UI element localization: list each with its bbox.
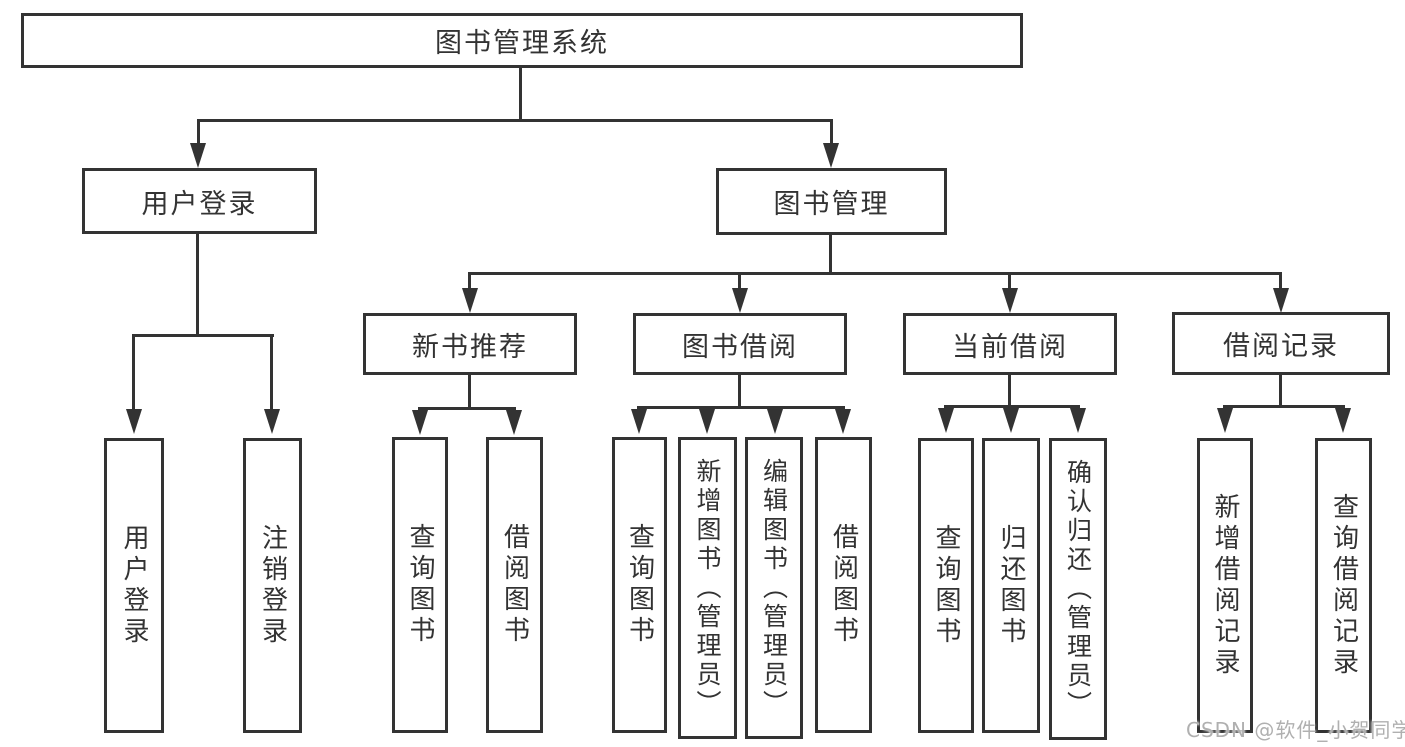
arrowhead-down-icon <box>1273 288 1289 313</box>
node-book-borrow: 图书借阅 <box>633 313 847 375</box>
node-label: 借阅记录 <box>1223 331 1339 362</box>
connector-drop-book-mgmt <box>830 119 833 146</box>
arrowhead-down-icon <box>767 409 783 434</box>
arrowhead-down-icon <box>1002 288 1018 313</box>
leaf-add-books-admin: 新增图书（管理员） <box>678 437 737 739</box>
node-label: 注销登录 <box>257 523 288 648</box>
node-label: 新增借阅记录 <box>1210 492 1240 679</box>
arrowhead-down-icon <box>190 143 206 168</box>
leaf-query-borrow-record: 查询借阅记录 <box>1315 438 1372 733</box>
arrowhead-down-icon <box>462 288 478 313</box>
arrowhead-down-icon <box>264 409 280 434</box>
connector-current-borrow-split <box>944 405 1080 408</box>
node-label: 新书推荐 <box>412 331 528 363</box>
node-new-book-rec: 新书推荐 <box>363 313 577 375</box>
arrowhead-down-icon <box>1335 408 1351 433</box>
arrowhead-down-icon <box>126 409 142 434</box>
node-label: 借阅图书 <box>499 523 530 647</box>
arrowhead-down-icon <box>631 409 647 434</box>
arrowhead-down-icon <box>732 288 748 313</box>
connector-new-book-rec-stem <box>468 375 471 410</box>
node-label: 查询图书 <box>931 523 961 648</box>
node-label: 归还图书 <box>996 523 1026 648</box>
arrowhead-down-icon <box>699 409 715 434</box>
leaf-borrow-books: 借阅图书 <box>486 437 543 733</box>
node-label: 图书借阅 <box>682 331 798 363</box>
arrowhead-down-icon <box>835 409 851 434</box>
node-label: 当前借阅 <box>952 331 1068 363</box>
node-label: 编辑图书（管理员） <box>759 457 789 719</box>
node-label: 新增图书（管理员） <box>693 457 722 719</box>
node-book-mgmt: 图书管理 <box>716 168 947 235</box>
connector-book-borrow-stem <box>738 375 741 409</box>
node-label: 图书管理系统 <box>435 28 609 59</box>
connector-book-mgmt-split <box>468 272 1282 275</box>
connector-drop-borrow-records <box>1279 272 1282 290</box>
leaf-borrow-books: 借阅图书 <box>815 437 872 733</box>
node-label: 查询图书 <box>405 523 435 647</box>
csdn-watermark: CSDN @软件_小贺同学 <box>1186 718 1405 742</box>
connector-book-mgmt-stem <box>829 235 832 275</box>
leaf-query-books: 查询图书 <box>392 437 448 733</box>
connector-drop-user-login <box>197 119 200 146</box>
node-borrow-records: 借阅记录 <box>1172 312 1390 375</box>
leaf-user-login: 用户登录 <box>104 438 164 733</box>
node-user-login: 用户登录 <box>82 168 317 234</box>
connector-drop-book-borrow <box>738 272 741 290</box>
connector-new-book-rec-split <box>418 407 516 410</box>
node-label: 查询图书 <box>624 523 655 647</box>
connector-borrow-records-stem <box>1279 375 1282 408</box>
connector-borrow-records-split <box>1223 405 1345 408</box>
node-label: 确认归还（管理员） <box>1063 458 1093 720</box>
arrowhead-down-icon <box>823 143 839 168</box>
arrowhead-down-icon <box>1070 408 1086 433</box>
connector-current-borrow-stem <box>1008 375 1011 408</box>
leaf-add-borrow-record: 新增借阅记录 <box>1197 438 1253 733</box>
connector-drop-leaf <box>270 334 273 410</box>
leaf-confirm-return-admin: 确认归还（管理员） <box>1049 438 1107 740</box>
leaf-query-books: 查询图书 <box>612 437 667 733</box>
arrowhead-down-icon <box>506 410 522 435</box>
node-label: 借阅图书 <box>828 523 859 647</box>
node-label: 用户登录 <box>119 523 149 648</box>
connector-drop-new-book-rec <box>468 272 471 290</box>
arrowhead-down-icon <box>412 410 428 435</box>
leaf-edit-books-admin: 编辑图书（管理员） <box>745 437 803 739</box>
connector-drop-current-borrow <box>1008 272 1011 290</box>
connector-book-borrow-split <box>637 406 845 409</box>
connector-root-stem <box>519 68 522 122</box>
node-current-borrow: 当前借阅 <box>903 313 1117 375</box>
leaf-logout: 注销登录 <box>243 438 302 733</box>
node-label: 图书管理 <box>773 189 890 220</box>
node-label: 用户登录 <box>141 188 258 220</box>
node-root: 图书管理系统 <box>21 13 1023 68</box>
node-label: 查询借阅记录 <box>1328 492 1359 679</box>
connector-user-login-split <box>132 334 274 337</box>
arrowhead-down-icon <box>1003 408 1019 433</box>
connector-user-login-stem <box>196 234 199 337</box>
arrowhead-down-icon <box>938 408 954 433</box>
arrowhead-down-icon <box>1217 408 1233 433</box>
connector-root-split <box>197 119 833 122</box>
leaf-return-books: 归还图书 <box>982 438 1040 733</box>
leaf-query-books: 查询图书 <box>918 438 974 733</box>
connector-drop-leaf <box>132 334 135 410</box>
